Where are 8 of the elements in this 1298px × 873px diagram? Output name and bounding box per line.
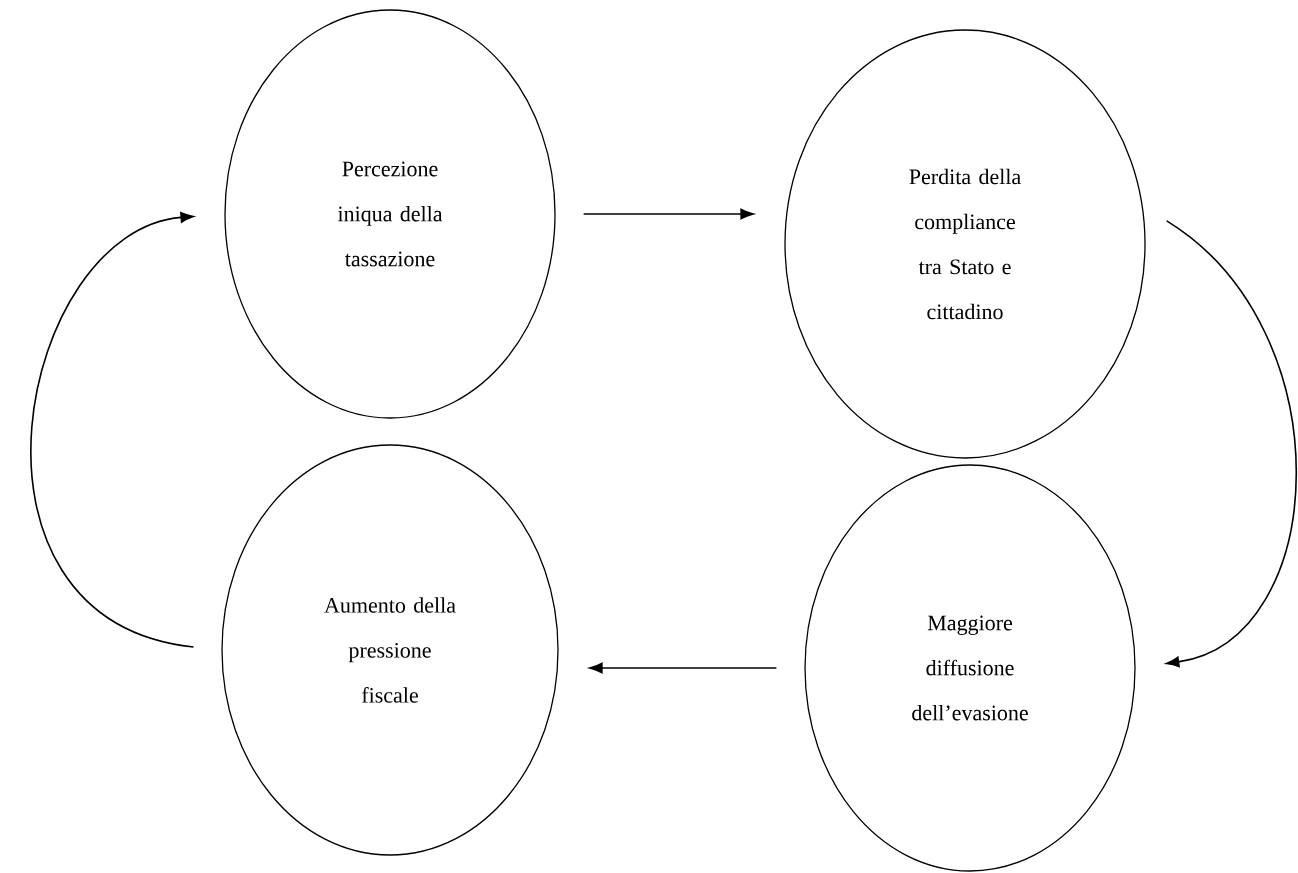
arrow xyxy=(582,208,754,220)
arrow xyxy=(31,212,195,648)
ellipse-node: Perdita della compliance tra Stato e cittadino xyxy=(784,29,1146,459)
ellipse-node: Percezione iniqua della tassazione xyxy=(224,9,556,419)
arrow xyxy=(1165,220,1298,668)
ellipse-node: Maggiore diffusione dell’evasione xyxy=(804,464,1136,872)
ellipse-node: Aumento della pressione fiscale xyxy=(221,444,559,856)
arrow xyxy=(589,662,778,674)
